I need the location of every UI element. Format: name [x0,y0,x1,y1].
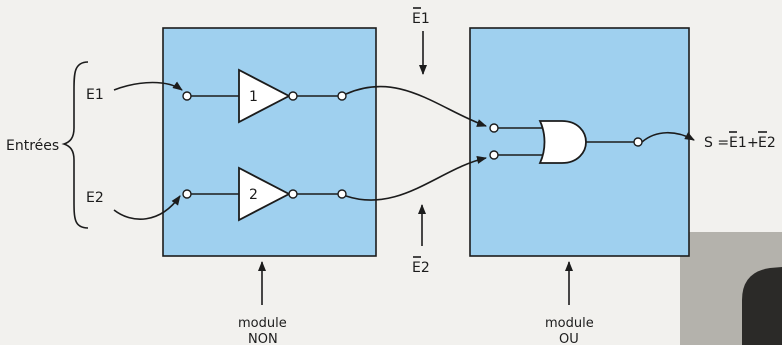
input-arrow-e1 [113,81,183,91]
output-plus: + [747,135,759,151]
photo-fragment [680,232,782,345]
not-gate-2: 2 [182,166,347,222]
module-non-box [162,27,377,257]
input-arrow-e2 [113,195,181,220]
module-non-label-bottom: NON [248,332,278,345]
or-gate [489,120,643,164]
signal-e2-bar: E2 [412,204,430,276]
input-label-e1: E1 [86,87,104,103]
output-term-1: E1 [729,135,747,151]
wire-not1-to-or [345,85,487,127]
signal-label-top: E1 [412,11,430,27]
wire-not2-to-or [345,156,487,201]
output-term-2: E2 [758,135,776,151]
module-ou-label-bottom: OU [559,332,579,345]
module-non-label: module NON [238,261,287,345]
inputs-brace [61,61,89,229]
signal-e1-bar: E1 [412,7,430,75]
gate-label-2: 2 [249,187,258,203]
output-arrow [641,131,695,143]
output-prefix: S = [704,135,729,151]
output-expression: S = E1 + E2 [704,131,776,151]
module-ou-label: module OU [545,261,594,345]
inputs-label: Entrées [6,138,59,154]
module-ou-label-top: module [545,316,594,331]
module-non-label-top: module [238,316,287,331]
signal-label-bottom: E2 [412,260,430,276]
gate-label-1: 1 [249,89,258,105]
input-label-e2: E2 [86,190,104,206]
not-gate-1: 1 [182,68,347,124]
